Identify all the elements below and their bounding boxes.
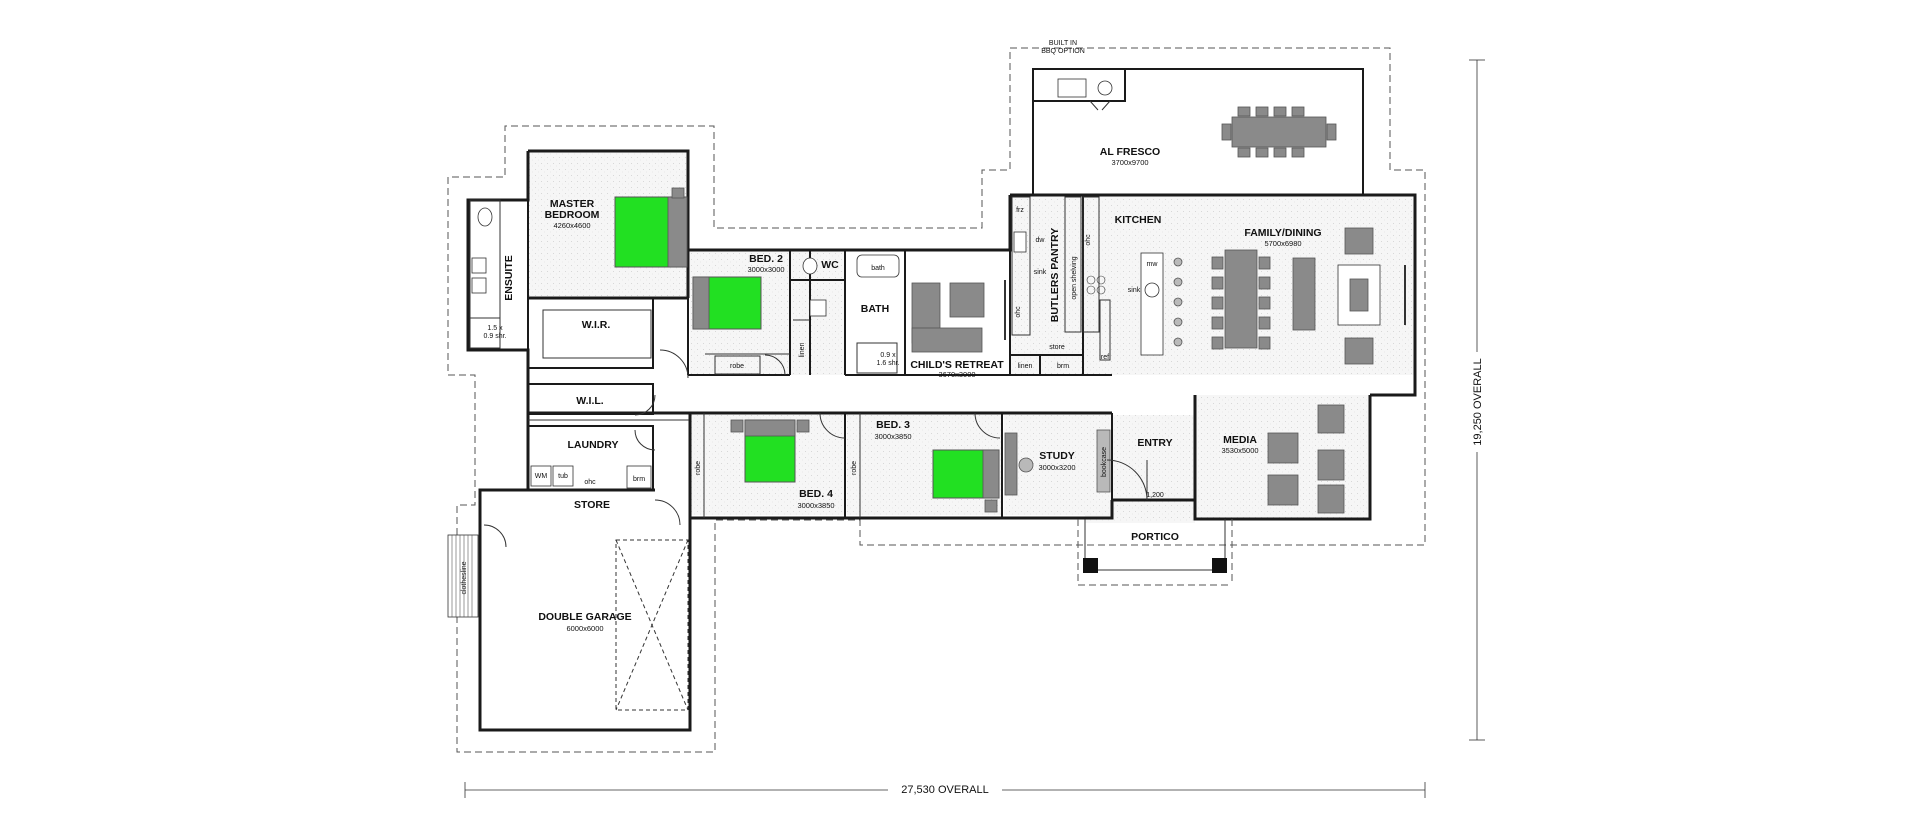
entry-width: 1,200 (1146, 492, 1164, 499)
bath-label: bath (871, 265, 885, 272)
master-bedroom-name-2: BEDROOM (545, 209, 600, 221)
ensuite-shower-2: 0.9 shr. (484, 333, 507, 340)
laundry-block: W.I.L. LAUNDRY WM tub ohc brm STORE (530, 395, 652, 511)
master-bedroom-name-1: MASTER (550, 198, 595, 210)
garage-dims: 6000x6000 (566, 624, 603, 633)
media-dims: 3530x5000 (1221, 446, 1258, 455)
laundry-name: LAUNDRY (568, 439, 619, 451)
family-dining-name: FAMILY/DINING (1244, 227, 1321, 239)
childs-retreat-dims: 3670x3000 (938, 370, 975, 379)
butlers-pantry-name: BUTLERS PANTRY (1049, 228, 1061, 323)
pantry-sink: sink (1034, 269, 1047, 276)
overall-depth-dimension: 19,250 OVERALL (1469, 59, 1485, 741)
laundry-wm: WM (535, 473, 548, 480)
garage-name: DOUBLE GARAGE (538, 611, 631, 623)
childs-retreat: CHILD'S RETREAT 3670x3000 (910, 280, 1006, 379)
media-name: MEDIA (1223, 434, 1257, 446)
wir-name: W.I.R. (582, 319, 611, 331)
entry-portico: ENTRY 1,200 PORTICO (1077, 437, 1233, 586)
pantry-dw: dw (1036, 237, 1046, 244)
interior-walls (467, 195, 1113, 518)
butlers-pantry: frz dw sink ohc BUTLERS PANTRY open shel… (1011, 196, 1106, 370)
kitchen-mw: mw (1147, 261, 1159, 268)
bbq-label-line2: BBQ OPTION (1041, 48, 1085, 55)
study-dims: 3000x3200 (1038, 463, 1075, 472)
bath-shower-2: 1.6 shr. (877, 360, 900, 367)
alfresco-name: AL FRESCO (1100, 146, 1160, 158)
bed-3: robe BED. 3 3000x3850 (851, 419, 1000, 513)
bed3-robe: robe (851, 461, 858, 475)
kitchen-ref: ref (1101, 354, 1109, 361)
kitchen-ohc: ohc (1085, 234, 1092, 246)
bed4-robe: robe (695, 461, 702, 475)
wc-bath: WC bath BATH 0.9 x 1.6 shr. (802, 254, 900, 374)
study-bookcase: bookcase (1101, 447, 1108, 477)
laundry-tub: tub (558, 473, 568, 480)
ensuite-name: ENSUITE (503, 255, 515, 301)
bed-4: robe BED. 4 3000x3850 (695, 419, 835, 510)
store-name: STORE (574, 499, 610, 511)
bed-2: robe BED. 2 3000x3000 linen (692, 253, 806, 375)
bed4-name: BED. 4 (799, 488, 833, 500)
portico-name: PORTICO (1131, 531, 1179, 543)
eave-outline (447, 47, 1426, 753)
overall-width-label: 27,530 OVERALL (901, 784, 988, 796)
pantry-store: store (1049, 344, 1065, 351)
bed3-name: BED. 3 (876, 419, 910, 431)
laundry-ohc: ohc (584, 479, 596, 486)
pantry-linen: linen (1018, 363, 1033, 370)
bed4-dims: 3000x3850 (797, 501, 834, 510)
pantry-open-shelving: open shelving (1071, 256, 1078, 299)
wc-name: WC (821, 259, 839, 271)
bed2-name: BED. 2 (749, 253, 783, 265)
bbq-label-line1: BUILT IN (1049, 40, 1077, 47)
kitchen: KITCHEN mw sink ohc ref (1085, 214, 1183, 361)
laundry-brm: brm (633, 476, 645, 483)
wil-name: W.I.L. (576, 395, 603, 407)
kitchen-sink: sink (1128, 287, 1141, 294)
pantry-frz: frz (1016, 207, 1024, 214)
study: STUDY 3000x3200 bookcase (1004, 432, 1108, 496)
master-bedroom-dims: 4260x4600 (553, 221, 590, 230)
overall-width-dimension: 27,530 OVERALL (464, 782, 1426, 798)
entry-name: ENTRY (1137, 437, 1172, 449)
bed3-dims: 3000x3850 (874, 432, 911, 441)
bath-shower-1: 0.9 x (880, 352, 896, 359)
pantry-ohc: ohc (1015, 306, 1022, 318)
master-bedroom: MASTER BEDROOM 4260x4600 W.I.R. (545, 187, 688, 331)
doors (483, 349, 1001, 548)
study-name: STUDY (1039, 450, 1075, 462)
double-garage: clothesline DOUBLE GARAGE 6000x6000 (447, 534, 689, 711)
overall-depth-label: 19,250 OVERALL (1472, 358, 1484, 445)
kitchen-name: KITCHEN (1115, 214, 1162, 226)
pantry-brm: brm (1057, 363, 1069, 370)
bath-name: BATH (861, 303, 889, 315)
family-dining-dims: 5700x6980 (1264, 239, 1301, 248)
linen-label: linen (799, 343, 806, 358)
alfresco: AL FRESCO 3700x9700 BUILT IN BBQ OPTION (1032, 40, 1364, 196)
media: MEDIA 3530x5000 (1221, 404, 1345, 514)
family-dining: FAMILY/DINING 5700x6980 (1211, 227, 1406, 365)
ensuite-shower-1: 1.5 x (487, 325, 503, 332)
childs-retreat-name: CHILD'S RETREAT (910, 359, 1004, 371)
ensuite: ENSUITE 1.5 x 0.9 shr. (469, 199, 515, 349)
alfresco-dims: 3700x9700 (1111, 158, 1148, 167)
clothesline-label: clothesline (461, 561, 468, 594)
bed2-robe: robe (730, 363, 744, 370)
bed2-dims: 3000x3000 (747, 265, 784, 274)
